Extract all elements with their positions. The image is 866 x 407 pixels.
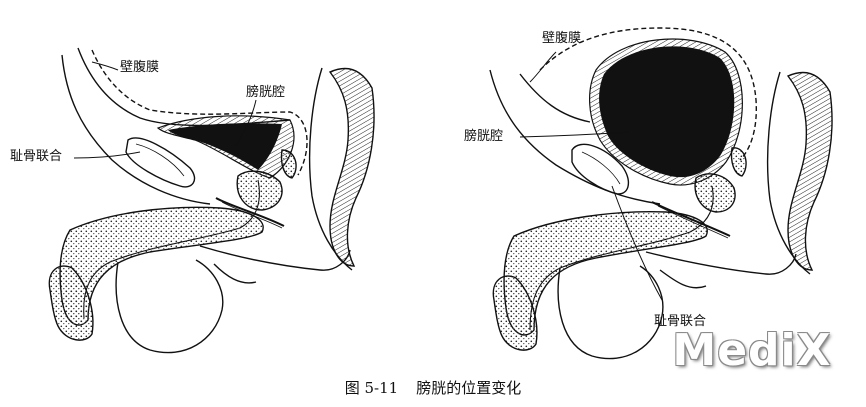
left-label-bladder-cavity: 膀胱腔	[246, 85, 286, 100]
right-pubic-bone	[571, 143, 629, 195]
left-abdominal-wall	[61, 54, 211, 205]
left-bladder-cavity	[168, 123, 282, 170]
right-glans	[492, 275, 538, 351]
figure-number: 图 5-11	[344, 379, 399, 397]
right-prostate	[694, 173, 736, 213]
figure-caption: 图 5-11 膀胱的位置变化	[0, 377, 866, 398]
right-label-pubic-symphysis: 耻骨联合	[654, 314, 707, 329]
figure-title: 膀胱的位置变化	[416, 379, 522, 397]
right-inner-wall	[519, 73, 591, 123]
left-scrotum	[115, 259, 224, 354]
left-rectum	[328, 67, 375, 267]
left-label-peritoneum: 壁腹膜	[120, 60, 160, 75]
right-rectum	[786, 71, 833, 271]
watermark-logo: MediX	[672, 322, 832, 378]
right-bladder-cavity	[599, 46, 735, 178]
right-sagittal-section	[489, 27, 833, 360]
watermark-text: MediX	[672, 324, 832, 376]
right-abdominal-wall	[489, 69, 661, 205]
left-label-pubic-symphysis: 耻骨联合	[10, 149, 63, 164]
right-label-bladder-cavity: 膀胱腔	[464, 129, 504, 144]
right-label-peritoneum: 壁腹膜	[542, 31, 582, 46]
left-glans	[48, 265, 94, 341]
right-peritoneum-line	[539, 27, 758, 161]
right-scrotum	[557, 265, 664, 360]
left-sagittal-section	[48, 47, 375, 354]
left-pubic-bone	[125, 137, 196, 188]
